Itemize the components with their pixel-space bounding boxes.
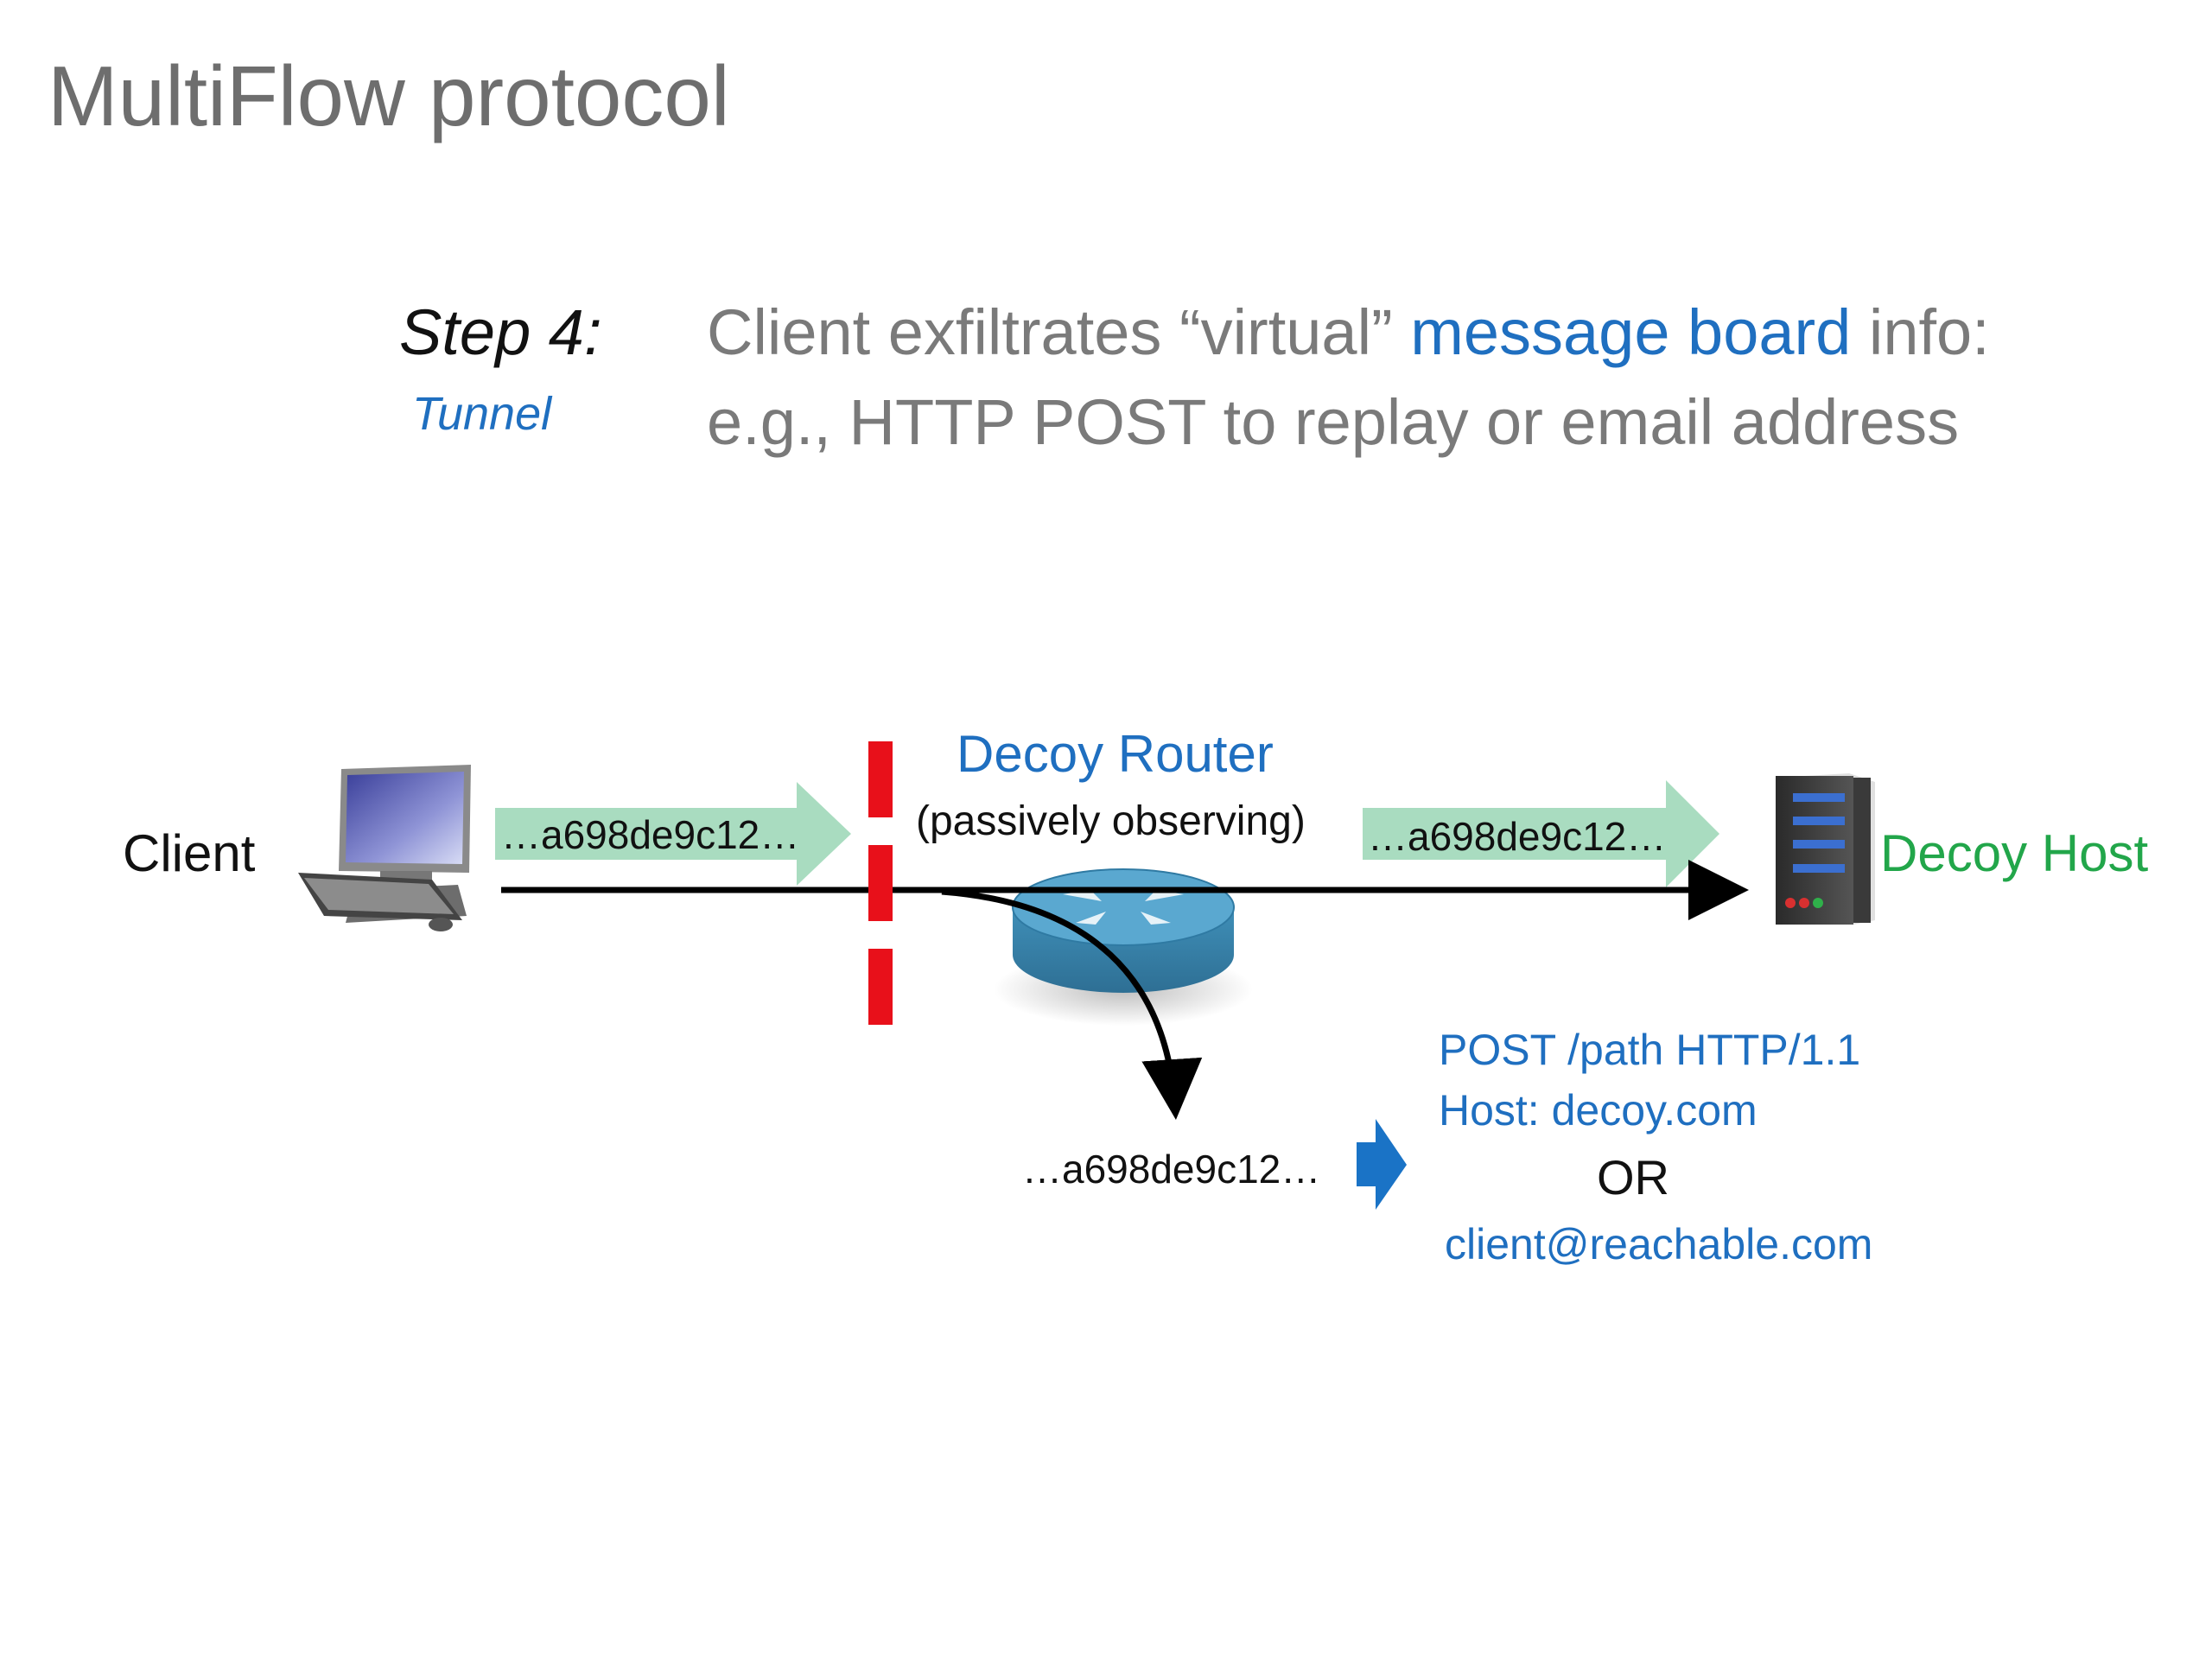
censor-barrier [868, 741, 893, 1025]
step-label: Step 4: [399, 296, 602, 368]
description-part3: info: [1851, 296, 1990, 368]
flow-label-client-router: …a698de9c12… [501, 812, 800, 857]
description-part1: Client exfiltrates “virtual” [707, 296, 1411, 368]
step-description-line2: e.g., HTTP POST to replay or email addre… [707, 386, 1960, 458]
flow-label-router-host: …a698de9c12… [1368, 814, 1667, 859]
post-request-line: POST /path HTTP/1.1 [1439, 1026, 1861, 1074]
or-label: OR [1597, 1150, 1669, 1205]
computer-icon [298, 765, 471, 931]
blue-arrow-icon [1357, 1119, 1407, 1210]
router-subtitle: (passively observing) [916, 798, 1306, 844]
flow-arrow-client-router [495, 782, 851, 886]
description-highlight: message board [1410, 296, 1852, 368]
host-label: Decoy Host [1880, 824, 2149, 882]
client-label: Client [123, 824, 256, 882]
step-description-line1: Client exfiltrates “virtual” message boa… [707, 301, 1990, 365]
flow-arrow-router-host [1363, 780, 1719, 887]
router-title: Decoy Router [957, 725, 1274, 783]
flow-label-diverted: …a698de9c12… [1022, 1147, 1321, 1192]
host-header-line: Host: decoy.com [1439, 1086, 1758, 1135]
diverted-flow-arrow [941, 888, 1203, 1120]
server-icon [1776, 773, 1875, 925]
email-address: client@reachable.com [1445, 1220, 1873, 1268]
step-sublabel: Tunnel [412, 388, 552, 440]
slide-title: MultiFlow protocol [48, 48, 730, 143]
